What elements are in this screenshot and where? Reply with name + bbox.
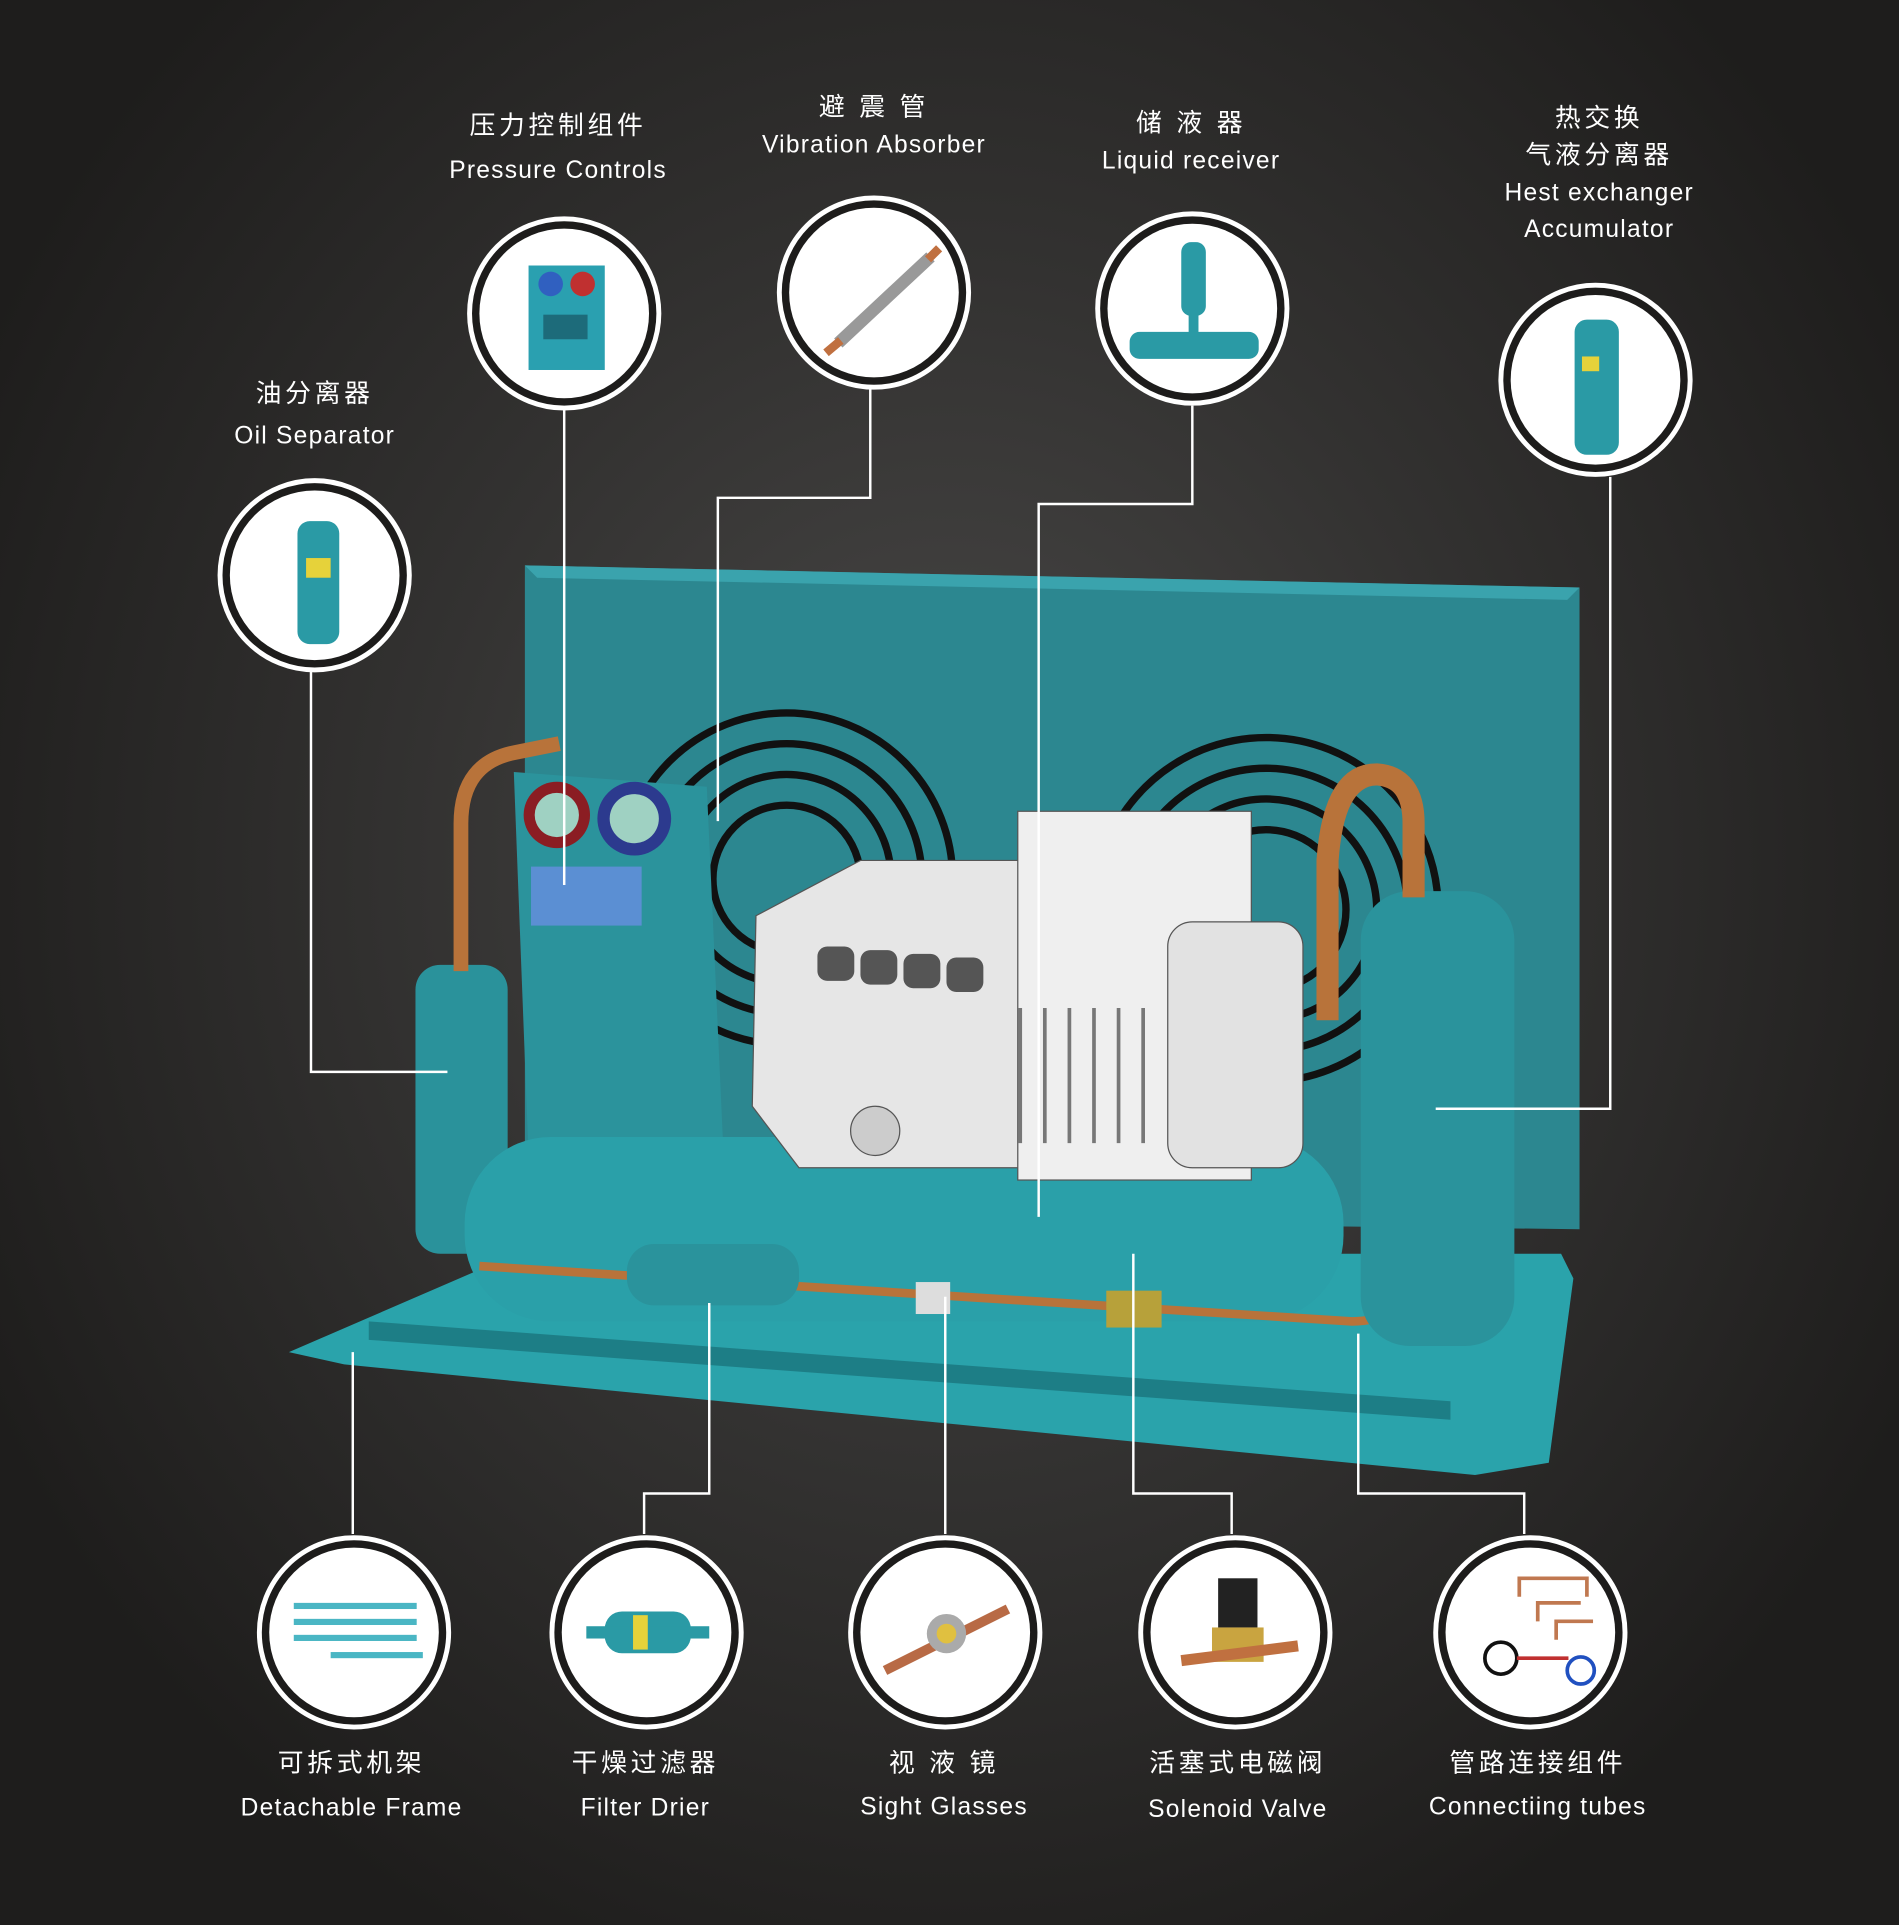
filter-drier-body: [626, 1243, 799, 1306]
heat-exchanger-thumbnail: [1498, 282, 1693, 477]
sight-glasses-thumbnail: [848, 1535, 1043, 1730]
label-cn: 干燥过滤器: [571, 1749, 720, 1778]
label-en: Pressure Controls: [449, 157, 667, 185]
label-pressure-controls: 压力控制组件 Pressure Controls: [449, 108, 667, 189]
oil-separator-thumbnail: [217, 478, 412, 673]
label-sight-glasses: 视 液 镜 Sight Glasses: [860, 1745, 1028, 1825]
solenoid-valve-thumbnail: [1138, 1535, 1333, 1730]
label-solenoid-valve: 活塞式电磁阀 Solenoid Valve: [1148, 1745, 1327, 1827]
label-en: Filter Drier: [580, 1794, 711, 1822]
detachable-frame-thumbnail: [256, 1535, 452, 1730]
liquid-receiver-thumbnail: [1095, 211, 1290, 406]
label-cn: 热交换: [1554, 104, 1644, 133]
connecting-tubes-thumbnail: [1433, 1535, 1628, 1730]
label-cn: 可拆式机架: [277, 1749, 426, 1778]
vibration-absorber-thumbnail: [776, 195, 972, 390]
label-heat-exchanger: 热交换 气液分离器 Hest exchanger Accumulator: [1504, 101, 1693, 249]
label-en: Vibration Absorber: [761, 131, 986, 159]
label-cn: 油分离器: [255, 379, 374, 409]
label-en: Hest exchanger: [1504, 179, 1694, 207]
label-oil-separator: 油分离器 Oil Separator: [234, 376, 395, 455]
label-liquid-receiver: 储 液 器 Liquid receiver: [1102, 106, 1280, 180]
label-detachable-frame: 可拆式机架 Detachable Frame: [241, 1745, 463, 1826]
label-cn: 活塞式电磁阀: [1149, 1749, 1327, 1778]
filter-drier-thumbnail: [549, 1535, 744, 1730]
label-connecting-tubes: 管路连接组件 Connectiing tubes: [1429, 1745, 1647, 1825]
label-en: Connectiing tubes: [1428, 1793, 1647, 1821]
label-en: Liquid receiver: [1101, 147, 1281, 175]
label-en: Detachable Frame: [240, 1794, 463, 1822]
label-cn: 管路连接组件: [1449, 1749, 1627, 1778]
label-cn: 压力控制组件: [469, 111, 647, 141]
label-cn: 储 液 器: [1135, 109, 1247, 138]
label-en: Oil Separator: [234, 422, 396, 450]
pressure-controls-thumbnail: [467, 216, 662, 411]
label-cn: 视 液 镜: [888, 1749, 1000, 1778]
label-cn-2: 气液分离器: [1525, 141, 1673, 170]
label-cn: 避 震 管: [818, 93, 930, 122]
label-en-2: Accumulator: [1524, 216, 1675, 244]
label-en: Sight Glasses: [860, 1793, 1028, 1821]
label-filter-drier: 干燥过滤器 Filter Drier: [572, 1745, 720, 1826]
label-en: Solenoid Valve: [1148, 1795, 1328, 1823]
label-vibration-absorber: 避 震 管 Vibration Absorber: [762, 90, 986, 164]
accumulator-tank: [1360, 891, 1515, 1346]
